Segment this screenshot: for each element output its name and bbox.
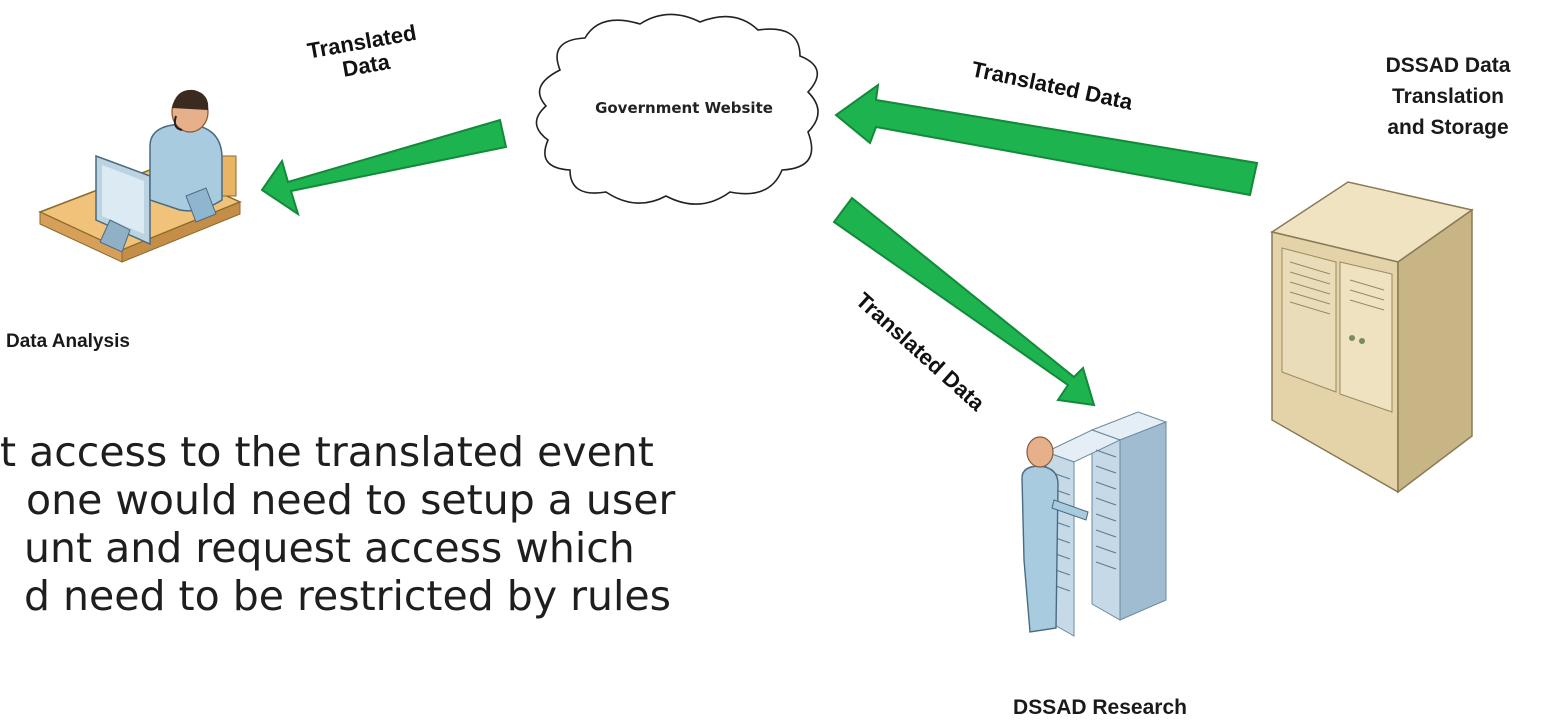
cloud-icon	[535, 13, 819, 205]
body-paragraph: t access to the translated event one wou…	[0, 428, 800, 620]
data-analysis-label: Data Analysis	[6, 331, 130, 352]
arrow-cloud-to-analyst	[260, 118, 508, 217]
body-line-4: d need to be restricted by rules	[24, 572, 671, 620]
dssad-storage-line-2: Translation	[1391, 85, 1505, 108]
dssad-research-label: DSSAD Research	[1013, 696, 1187, 719]
arrow-cloud-to-research	[832, 196, 1096, 407]
research-person-rack-icon	[1021, 411, 1168, 637]
analyst-workstation-icon	[38, 89, 242, 263]
body-line-1: t access to the translated event	[0, 428, 654, 476]
body-line-2: one would need to setup a user	[26, 476, 676, 524]
arrow-server-to-cloud	[834, 82, 1259, 197]
government-website-label: Government Website	[595, 99, 773, 117]
dssad-storage-label: DSSAD Data Translation and Storage	[1360, 50, 1536, 143]
server-tower-icon	[1270, 181, 1474, 494]
dssad-storage-line-1: DSSAD Data	[1385, 54, 1511, 77]
body-line-3: unt and request access which	[24, 524, 635, 572]
dssad-storage-line-3: and Storage	[1387, 116, 1509, 139]
